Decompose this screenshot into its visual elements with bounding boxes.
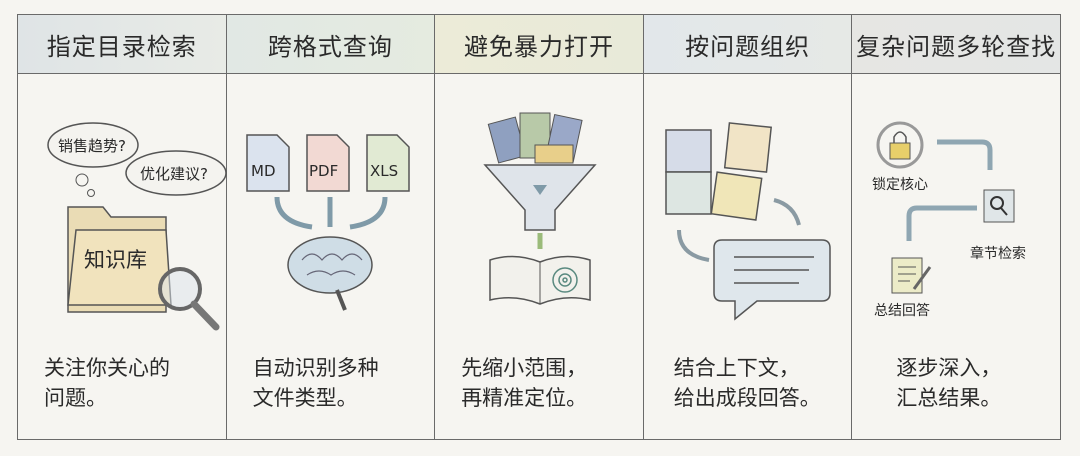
lock-icon bbox=[876, 121, 924, 169]
cross-format-illustration: MD PDF XLS bbox=[227, 75, 435, 345]
brain-icon bbox=[286, 236, 373, 311]
infographic-frame: 指定目录检索 销售趋势? 优化建议? 知识库 bbox=[17, 14, 1061, 440]
bubble-text: 销售趋势? bbox=[58, 137, 126, 155]
column-cross-format: 跨格式查询 MD PDF XLS bbox=[226, 15, 436, 439]
caption-line: 关注你关心的 bbox=[44, 356, 170, 380]
arrow-icon bbox=[676, 198, 801, 262]
column-caption: 关注你关心的问题。 bbox=[44, 353, 170, 413]
caption-line: 自动识别多种 bbox=[252, 356, 379, 380]
folder-icon bbox=[67, 206, 172, 313]
directory-search-illustration: 销售趋势? 优化建议? 知识库 bbox=[18, 75, 227, 345]
column-title: 指定目录检索 bbox=[18, 15, 226, 74]
caption-line: 再精准定位。 bbox=[461, 386, 588, 410]
multi-round-illustration: 锁定核心 章节检索 总结回答 bbox=[852, 75, 1060, 345]
column-title: 复杂问题多轮查找 bbox=[852, 15, 1060, 74]
avoid-brute-force-illustration bbox=[435, 75, 643, 345]
column-title: 避免暴力打开 bbox=[435, 15, 643, 74]
bubble-text: 优化建议? bbox=[140, 165, 208, 183]
column-caption: 逐步深入， 汇总结果。 bbox=[896, 353, 1001, 413]
step-label: 章节检索 bbox=[970, 245, 1026, 262]
thought-bubble-icon: 销售趋势? 优化建议? bbox=[47, 122, 227, 197]
file-label: MD bbox=[251, 162, 276, 180]
column-title: 按问题组织 bbox=[643, 15, 852, 74]
books-icon bbox=[487, 112, 583, 164]
step-label: 锁定核心 bbox=[872, 177, 928, 193]
column-directory-search: 指定目录检索 销售趋势? 优化建议? 知识库 bbox=[18, 15, 227, 439]
column-caption: 先缩小范围， 再精准定位。 bbox=[461, 353, 587, 413]
arrow-icon bbox=[937, 139, 993, 170]
caption-line: 给出成段回答。 bbox=[673, 386, 821, 410]
step-label: 总结回答 bbox=[874, 302, 930, 319]
organize-illustration bbox=[644, 75, 852, 345]
column-multi-round-search: 复杂问题多轮查找 锁定核心 章节检索 bbox=[852, 15, 1060, 439]
caption-line: 文件类型。 bbox=[252, 386, 358, 410]
funnel-icon bbox=[483, 164, 597, 231]
file-label: XLS bbox=[370, 162, 398, 180]
column-caption: 自动识别多种文件类型。 bbox=[253, 353, 379, 413]
speech-bubble-icon bbox=[713, 239, 831, 321]
target-icon bbox=[552, 267, 578, 293]
puzzle-icon bbox=[665, 122, 772, 221]
column-title: 跨格式查询 bbox=[226, 15, 435, 74]
column-organize-by-question: 按问题组织 结合上下文， 给出成段回答。 bbox=[643, 15, 853, 439]
file-icon: MD PDF XLS bbox=[245, 134, 410, 192]
magnifier-icon bbox=[158, 267, 220, 331]
arrow-icon bbox=[274, 196, 388, 230]
folder-label: 知识库 bbox=[84, 248, 147, 272]
caption-line: 结合上下文， bbox=[673, 356, 800, 380]
search-doc-icon bbox=[983, 189, 1015, 223]
arrow-icon bbox=[906, 205, 978, 241]
caption-line: 汇总结果。 bbox=[896, 386, 1002, 410]
document-pen-icon bbox=[891, 257, 932, 294]
caption-line: 问题。 bbox=[44, 386, 107, 410]
open-book-icon bbox=[489, 255, 591, 305]
column-avoid-brute-force: 避免暴力打开 bbox=[435, 15, 644, 439]
caption-line: 先缩小范围， bbox=[461, 356, 588, 380]
file-label: PDF bbox=[309, 162, 338, 180]
caption-line: 逐步深入， bbox=[896, 356, 1002, 380]
column-caption: 结合上下文， 给出成段回答。 bbox=[674, 353, 821, 413]
